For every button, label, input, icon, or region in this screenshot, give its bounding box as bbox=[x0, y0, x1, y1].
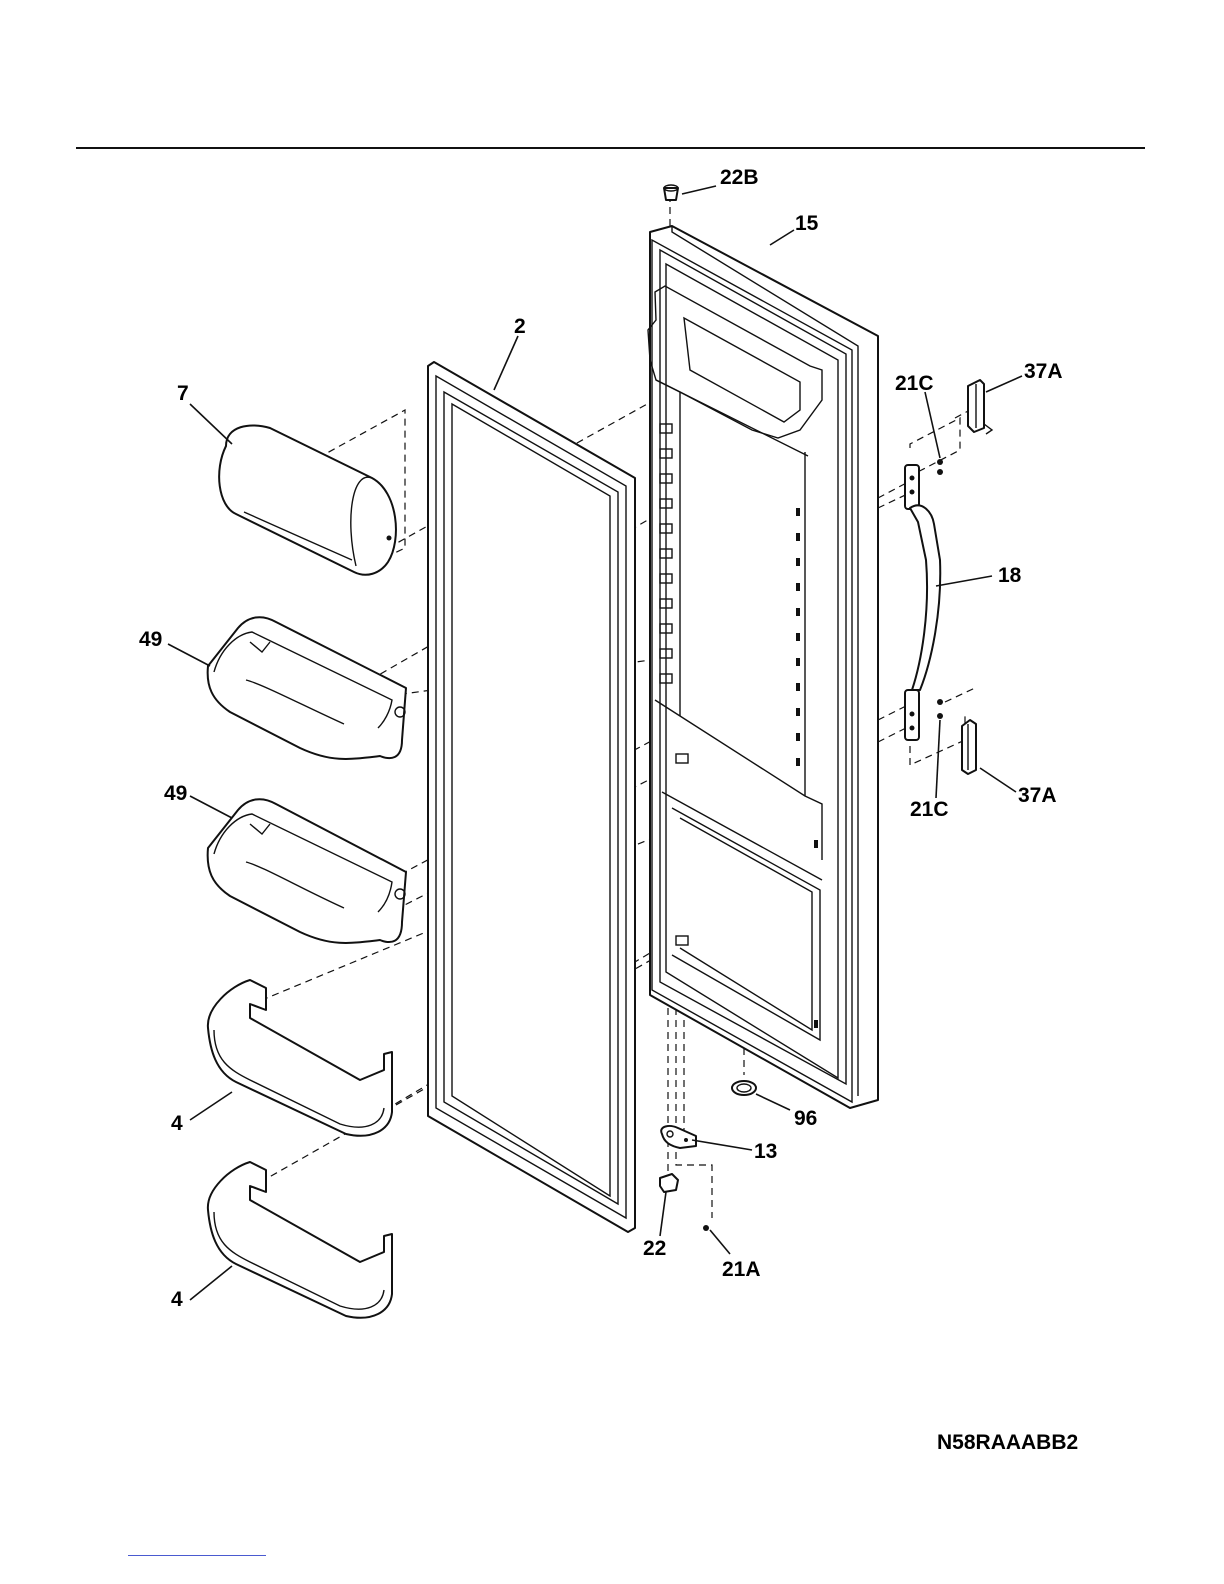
door-panel bbox=[648, 226, 878, 1108]
door-plug bbox=[732, 1081, 756, 1095]
label-18: 18 bbox=[998, 564, 1022, 587]
handle-trim-cap-bottom bbox=[962, 720, 976, 774]
label-7: 7 bbox=[177, 382, 189, 405]
label-49-lower: 49 bbox=[164, 782, 187, 805]
hinge-plate bbox=[661, 1126, 696, 1148]
label-21C-top: 21C bbox=[895, 372, 934, 395]
door-handle bbox=[905, 465, 940, 740]
label-22B: 22B bbox=[720, 166, 759, 189]
model-code: N58RAAABB2 bbox=[937, 1431, 1078, 1454]
label-21A: 21A bbox=[722, 1258, 761, 1281]
door-gasket bbox=[428, 362, 635, 1232]
label-49-upper: 49 bbox=[139, 628, 162, 651]
door-bin-upper bbox=[208, 617, 406, 759]
handle-trim-cap-top bbox=[968, 380, 992, 434]
door-bin-lower bbox=[208, 799, 406, 943]
door-shelf-lower bbox=[208, 1162, 392, 1318]
label-37A-top: 37A bbox=[1024, 360, 1063, 383]
label-15: 15 bbox=[795, 212, 819, 235]
label-4-upper: 4 bbox=[171, 1112, 183, 1135]
dairy-door-cover bbox=[219, 425, 396, 574]
label-4-lower: 4 bbox=[171, 1288, 183, 1311]
label-96: 96 bbox=[794, 1107, 817, 1130]
label-22: 22 bbox=[643, 1237, 666, 1260]
door-shelf-upper bbox=[208, 980, 392, 1136]
label-21C-bottom: 21C bbox=[910, 798, 949, 821]
hinge-bushing-top bbox=[664, 185, 678, 200]
label-2: 2 bbox=[514, 315, 526, 338]
hinge-pin-bushing bbox=[660, 1174, 678, 1192]
label-37A-bottom: 37A bbox=[1018, 784, 1057, 807]
footer-link-underline[interactable] bbox=[128, 1555, 266, 1556]
label-13: 13 bbox=[754, 1140, 777, 1163]
